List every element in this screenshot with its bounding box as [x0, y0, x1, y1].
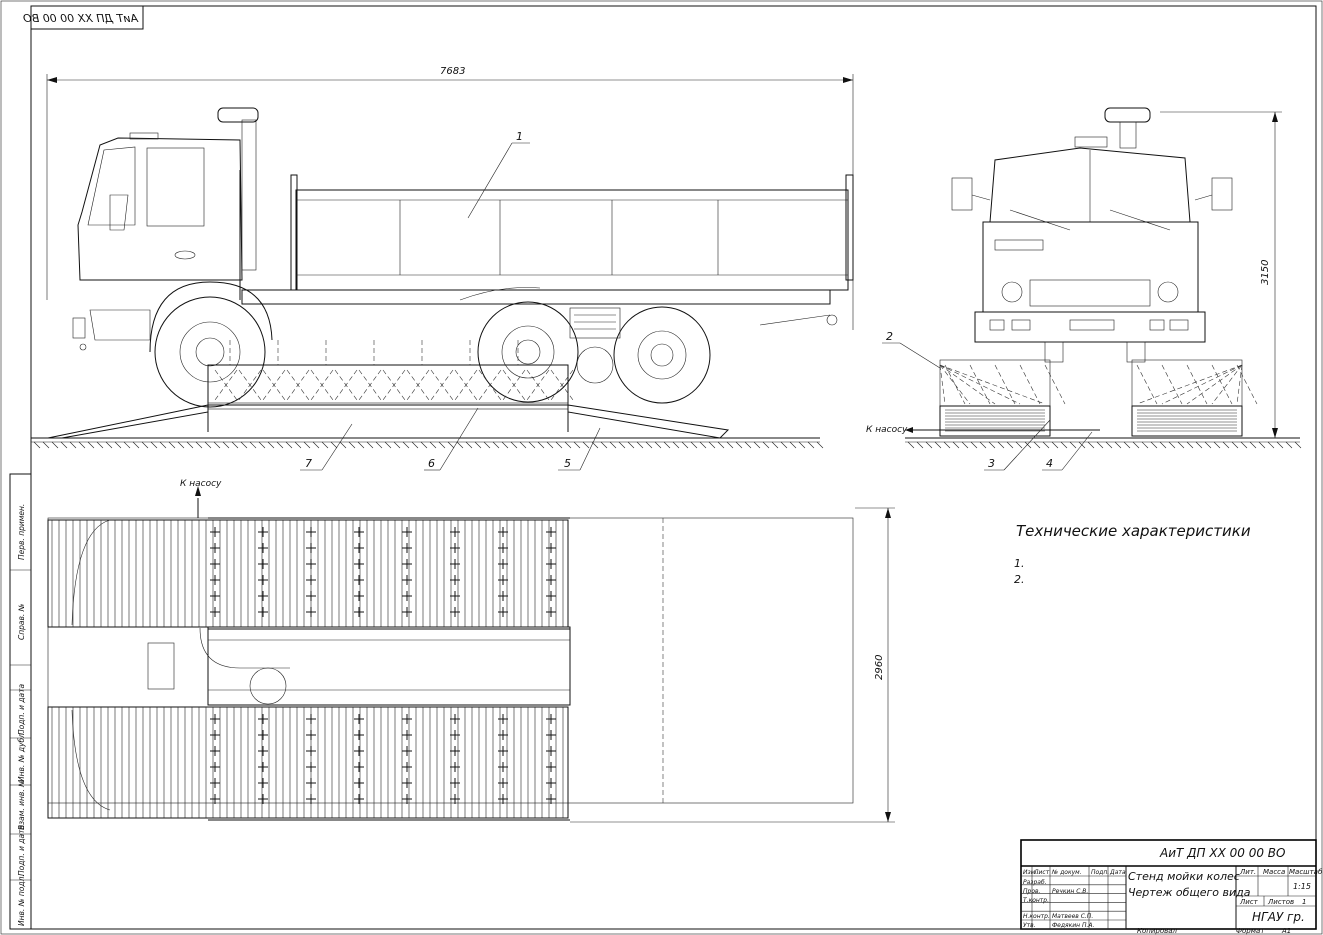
- col-scale: Масштаб: [1289, 868, 1323, 876]
- callout-4: 4: [1046, 457, 1053, 470]
- side-mirror: [109, 194, 129, 231]
- mirrored-code: АиТ ДП ХХ 00 00 ВО: [23, 12, 139, 25]
- cab-window: [87, 146, 136, 226]
- head-izm: Изм.: [1023, 869, 1037, 876]
- name-check: Речкин С.В.: [1052, 888, 1088, 895]
- scale-value: 1:15: [1293, 882, 1311, 891]
- wash-stand-frame: [207, 364, 569, 406]
- sheets-count: 1: [1302, 898, 1306, 906]
- title-block: АиТ ДП ХХ 00 00 ВО Стенд мойки колес Чер…: [1020, 839, 1323, 930]
- pump-label-plan: К насосу: [180, 479, 222, 489]
- rear-wheel-2: [613, 306, 711, 404]
- callout-3: 3: [988, 457, 995, 470]
- callouts-side: 1 7 6 5: [300, 130, 601, 471]
- name-approve: Федякин П.А.: [1052, 922, 1094, 929]
- callout-7: 7: [305, 457, 312, 470]
- sheets-label: Листов: [1267, 898, 1294, 906]
- center-frame: [207, 626, 571, 706]
- plan-cab-detail: [147, 642, 175, 690]
- col-lit: Лит.: [1239, 868, 1256, 876]
- title-line-1: Стенд мойки колес: [1128, 870, 1240, 883]
- entry-ramp: [47, 404, 209, 439]
- left-spring: [1044, 341, 1064, 363]
- stamp-reference: Справ. №: [17, 603, 26, 640]
- stamp-sign-date-1: Подп. и дата: [17, 684, 26, 735]
- mirrored-code-box: [30, 5, 144, 30]
- air-intake-front: [1104, 107, 1151, 123]
- spring-suspension: [569, 307, 621, 339]
- chassis-frame: [241, 289, 831, 305]
- role-check: Пров.: [1023, 888, 1041, 895]
- format-value: А1: [1281, 927, 1291, 935]
- front-bumper: [974, 311, 1206, 343]
- cab-door-window: [146, 147, 205, 227]
- head-sign: Подп.: [1091, 869, 1109, 876]
- specs-item-2: 2.: [1014, 573, 1025, 586]
- role-ncontrol: Н.контр.: [1023, 913, 1050, 920]
- format-label: Формат: [1236, 927, 1265, 935]
- role-tcontrol: Т.контр.: [1023, 897, 1049, 904]
- title-line-2: Чертеж общего вида: [1128, 886, 1251, 899]
- pump-label-front: К насосу: [866, 425, 908, 435]
- plan-view: 2960 К насосу: [47, 479, 895, 823]
- truck-cab: [77, 137, 243, 281]
- stamp-sign-date-2: Подп. и дата: [17, 825, 26, 876]
- name-ncontrol: Матвеев С.П.: [1052, 913, 1093, 920]
- right-wash-box: [1131, 405, 1243, 437]
- dimension-length: 7683: [440, 66, 465, 77]
- role-dev: Разраб.: [1023, 879, 1047, 886]
- ground-hatch: [33, 441, 824, 449]
- drawing-frame: [30, 5, 1317, 930]
- callout-2: 2: [886, 330, 893, 343]
- side-view: 7683: [31, 66, 854, 449]
- stamp-replace-inv: Взам. инв. №: [17, 779, 26, 830]
- callout-5: 5: [564, 457, 571, 470]
- stamp-first-use: Перв. примен.: [17, 504, 26, 560]
- callouts-front: 2 3 4: [882, 330, 1093, 471]
- col-mass: Масса: [1263, 868, 1285, 876]
- front-view: 3150 К насосу: [866, 107, 1302, 449]
- specs-title: Технические характеристики: [1016, 522, 1251, 540]
- copied-label: Копировал: [1137, 927, 1178, 935]
- dimension-width: 2960: [874, 655, 885, 680]
- technical-specs: Технические характеристики 1. 2.: [1014, 522, 1251, 586]
- dump-body: [295, 189, 849, 291]
- head-list: Лист: [1033, 869, 1050, 876]
- left-wheel-front: [939, 359, 1051, 407]
- dimension-height: 3150: [1260, 260, 1271, 285]
- left-mirror: [951, 177, 973, 211]
- exhaust-pipe: [241, 119, 257, 271]
- exit-ramp: [567, 404, 730, 439]
- head-doc: № докум.: [1051, 869, 1082, 876]
- stamp-orig-inv: Инв. № подл.: [17, 874, 26, 926]
- head-date: Дата: [1109, 869, 1126, 876]
- front-grille: [982, 221, 1199, 313]
- left-wash-box: [939, 405, 1051, 437]
- callout-1: 1: [516, 130, 523, 143]
- title-doc-code: АиТ ДП ХХ 00 00 ВО: [1159, 846, 1285, 860]
- pump-unit: [249, 667, 287, 705]
- callout-6: 6: [428, 457, 435, 470]
- rear-wheel-1: [477, 301, 579, 403]
- right-spring: [1126, 341, 1146, 363]
- front-wheel: [154, 296, 266, 408]
- right-mirror: [1211, 177, 1233, 211]
- bumper: [89, 309, 151, 341]
- air-intake: [217, 107, 259, 123]
- side-stamps: Перв. примен. Справ. № Подп. и дата Инв.…: [9, 473, 32, 930]
- right-wheel-front: [1131, 359, 1243, 407]
- role-approve: Утв.: [1023, 922, 1036, 929]
- stamp-dup-inv: Инв. № дубл.: [17, 731, 26, 782]
- organization: НГАУ гр.: [1252, 910, 1305, 924]
- truck-plan-outline: [47, 517, 854, 804]
- specs-item-1: 1.: [1014, 557, 1025, 570]
- sheet-label: Лист: [1239, 898, 1259, 906]
